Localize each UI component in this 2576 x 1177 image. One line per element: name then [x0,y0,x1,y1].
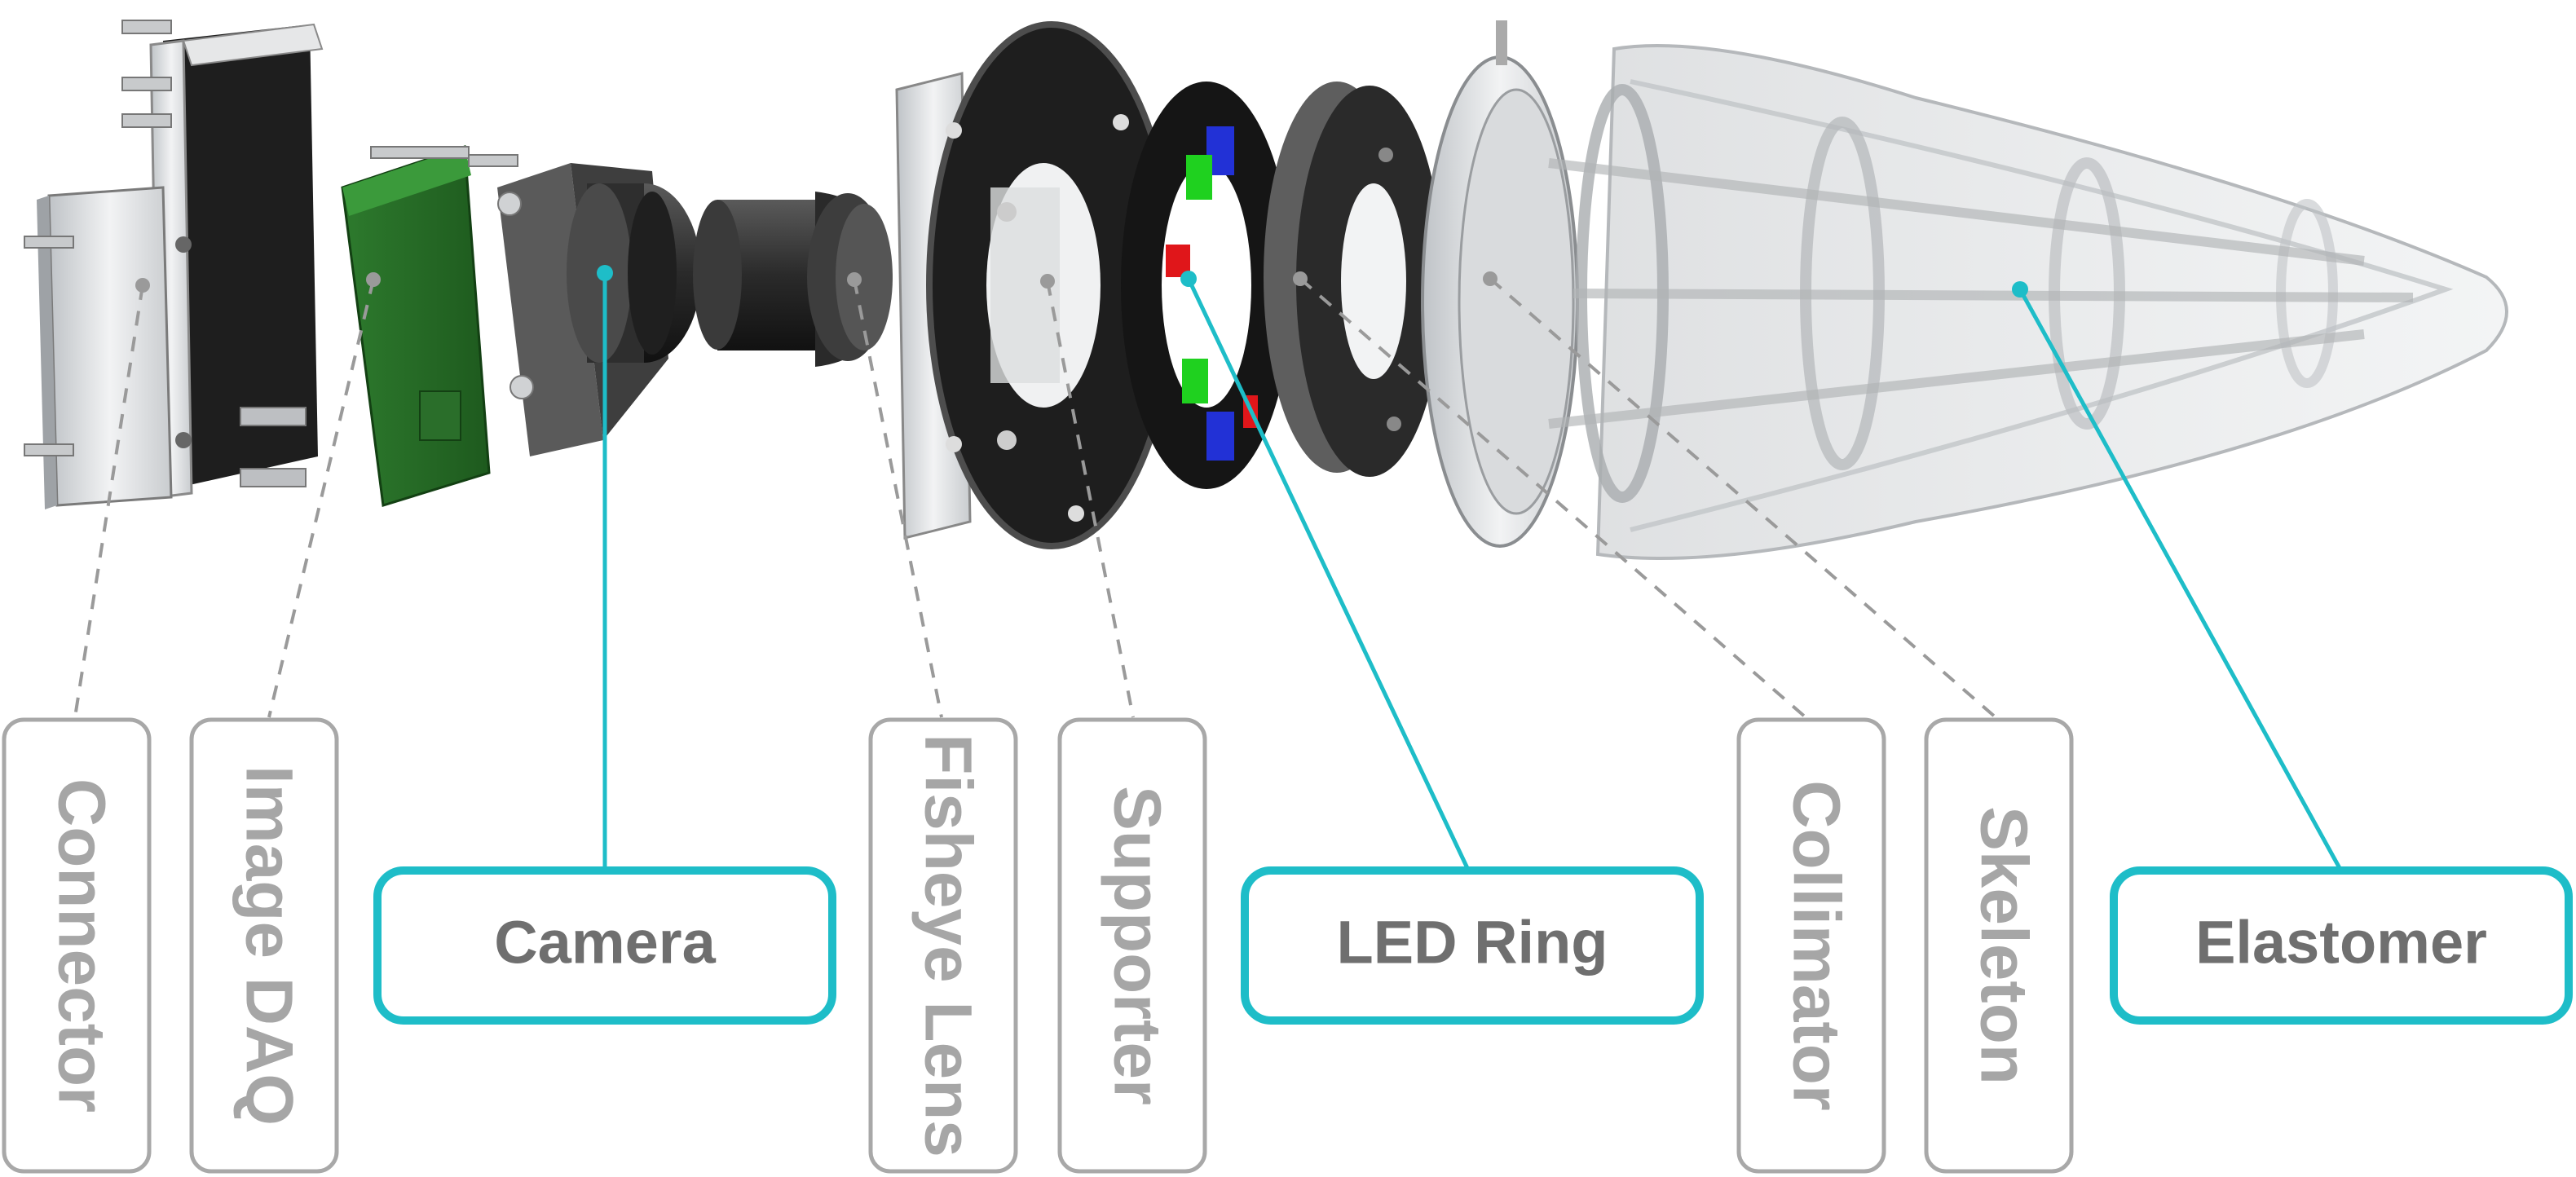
label-image-daq-text: Image DAQ [232,765,306,1126]
label-camera-text: Camera [494,909,716,976]
label-image-daq: Image DAQ [189,717,339,1174]
label-supporter: Supporter [1057,717,1207,1174]
label-supporter-text: Supporter [1100,786,1174,1105]
label-camera: Camera [373,866,836,1025]
label-fisheye-lens-text: Fisheye Lens [911,734,985,1157]
label-led-ring: LED Ring [1241,866,1704,1025]
leader-lines [73,273,2342,870]
image-daq-part [341,144,518,507]
label-skeleton: Skeleton [1924,717,2074,1174]
camera-part [497,163,701,456]
label-connector: Connector [2,717,152,1174]
label-connector-text: Connector [44,778,118,1113]
label-elastomer-text: Elastomer [2195,909,2487,976]
connector-part [24,20,324,509]
label-fisheye-lens: Fisheye Lens [868,717,1018,1174]
anchor-dots [135,265,2028,298]
fisheye-lens-part [693,192,893,367]
label-collimator: Collimator [1736,717,1886,1174]
label-elastomer: Elastomer [2110,866,2573,1025]
label-led-ring-text: LED Ring [1337,909,1608,976]
label-skeleton-text: Skeleton [1966,806,2040,1085]
collimator-part [1264,82,1443,477]
label-collimator-text: Collimator [1779,780,1853,1110]
led-ring-part [1121,82,1292,489]
